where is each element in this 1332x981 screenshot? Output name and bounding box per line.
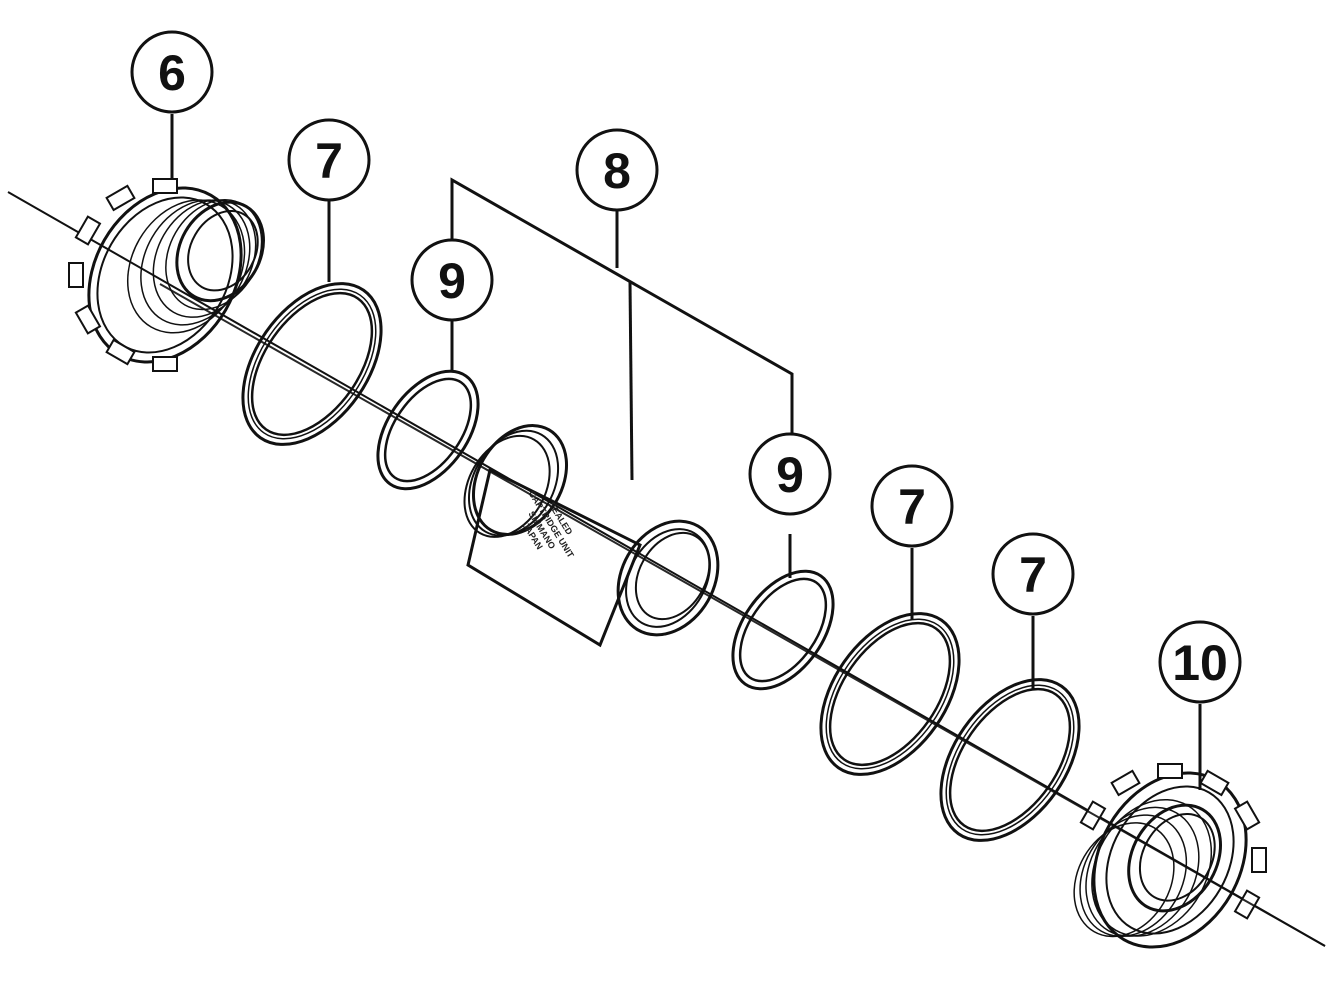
callout-7-left: 7	[287, 118, 371, 202]
callout-10-number: 10	[1172, 635, 1228, 691]
callout-9-left-number: 9	[438, 253, 466, 309]
callout-8-circle	[575, 128, 659, 212]
callout-7-right-1-number: 7	[898, 479, 926, 535]
seal-right	[731, 569, 835, 691]
callout-7-right-2-circle	[991, 532, 1075, 616]
callout-6: 6	[130, 30, 214, 114]
callout-8-number: 8	[603, 143, 631, 199]
right-cup	[1073, 763, 1267, 949]
callout-leaders	[170, 114, 1202, 790]
callout-7-right-1-circle	[870, 464, 954, 548]
callout-8: 8	[575, 128, 659, 212]
callout-6-number: 6	[158, 45, 186, 101]
callout-7-left-circle	[287, 118, 371, 202]
callout-9-right: 9	[748, 432, 832, 516]
left-cup	[68, 178, 265, 372]
callout-7-right-2-number: 7	[1019, 547, 1047, 603]
callout-7-left-number: 7	[315, 133, 343, 189]
callout-9-left-circle	[410, 238, 494, 322]
seal-left	[376, 369, 480, 491]
callout-9-right-circle	[748, 432, 832, 516]
spacer-right-1	[819, 612, 961, 776]
axis-line-front	[159, 283, 1326, 947]
spacer-right-2	[939, 678, 1081, 842]
callout-7-right-1: 7	[870, 464, 954, 548]
callout-9-right-number: 9	[776, 447, 804, 503]
callout-10-circle	[1158, 620, 1242, 704]
callout-9-left: 9	[410, 238, 494, 322]
callout-7-right-2: 7	[991, 532, 1075, 616]
callout-10: 10	[1158, 620, 1242, 704]
callout-6-circle	[130, 30, 214, 114]
